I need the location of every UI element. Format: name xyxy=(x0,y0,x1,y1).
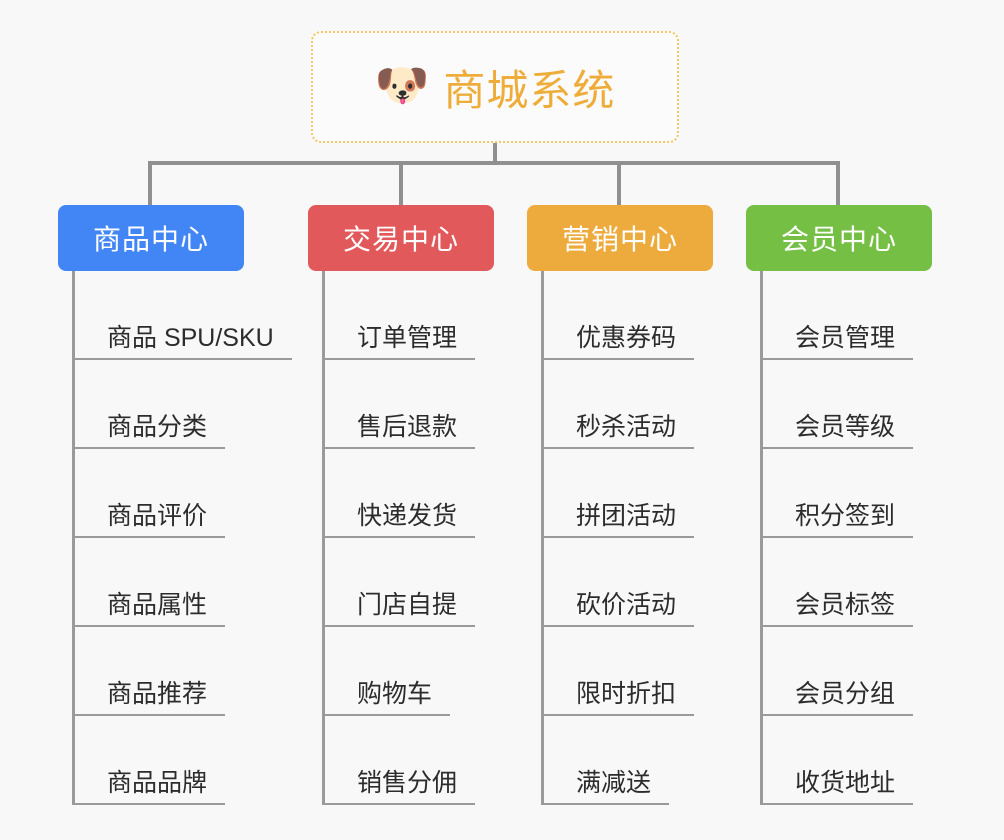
list-item[interactable]: 积分签到 xyxy=(763,449,932,538)
branch-header-label-1: 交易中心 xyxy=(342,224,459,255)
list-item[interactable]: 购物车 xyxy=(325,627,494,716)
list-item[interactable]: 会员分组 xyxy=(763,627,932,716)
list-item[interactable]: 销售分佣 xyxy=(325,716,494,805)
branch-trade-center: 交易中心 订单管理 售后退款 快递发货 门店自提 购物车 销售分佣 xyxy=(308,205,494,805)
branch-marketing-center: 营销中心 优惠券码 秒杀活动 拼团活动 砍价活动 限时折扣 满减送 xyxy=(527,205,713,805)
branch-header-2[interactable]: 营销中心 xyxy=(527,205,713,271)
list-item-label: 商品 SPU/SKU xyxy=(75,324,292,360)
list-item[interactable]: 优惠券码 xyxy=(544,271,713,360)
list-item[interactable]: 商品分类 xyxy=(75,360,292,449)
list-item[interactable]: 秒杀活动 xyxy=(544,360,713,449)
connector-root-stem xyxy=(493,143,497,165)
list-item[interactable]: 收货地址 xyxy=(763,716,932,805)
list-item-label: 商品分类 xyxy=(75,413,226,449)
root-node[interactable]: 🐶 商城系统 xyxy=(311,31,679,143)
list-item-label: 商品品牌 xyxy=(75,769,226,805)
connector-horizontal-bus xyxy=(148,161,840,165)
list-item[interactable]: 商品 SPU/SKU xyxy=(75,271,292,360)
list-item[interactable]: 会员标签 xyxy=(763,538,932,627)
branch-header-label-0: 商品中心 xyxy=(92,224,209,255)
list-item-label: 满减送 xyxy=(544,769,670,805)
list-item-label: 拼团活动 xyxy=(544,502,695,538)
list-item-label: 会员标签 xyxy=(763,591,914,627)
list-item-label: 商品评价 xyxy=(75,502,226,538)
list-item[interactable]: 商品推荐 xyxy=(75,627,292,716)
connector-drop-branch-2 xyxy=(617,161,621,207)
list-item-label: 秒杀活动 xyxy=(544,413,695,449)
dog-face-icon: 🐶 xyxy=(374,61,430,110)
branch-header-label-2: 营销中心 xyxy=(561,224,678,255)
branch-header-1[interactable]: 交易中心 xyxy=(308,205,494,271)
connector-drop-branch-1 xyxy=(399,161,403,207)
list-item[interactable]: 会员管理 xyxy=(763,271,932,360)
connector-drop-branch-3 xyxy=(836,161,840,207)
list-item-label: 砍价活动 xyxy=(544,591,695,627)
branch-member-center: 会员中心 会员管理 会员等级 积分签到 会员标签 会员分组 收货地址 xyxy=(746,205,932,805)
list-item-label: 限时折扣 xyxy=(544,680,695,716)
list-item-label: 购物车 xyxy=(325,680,451,716)
list-item-label: 快递发货 xyxy=(325,502,476,538)
list-item[interactable]: 售后退款 xyxy=(325,360,494,449)
list-item-label: 售后退款 xyxy=(325,413,476,449)
list-item-label: 会员管理 xyxy=(763,324,914,360)
list-item[interactable]: 门店自提 xyxy=(325,538,494,627)
list-item-label: 订单管理 xyxy=(325,324,476,360)
list-item-label: 积分签到 xyxy=(763,502,914,538)
branch-items-1: 订单管理 售后退款 快递发货 门店自提 购物车 销售分佣 xyxy=(322,271,494,805)
list-item[interactable]: 满减送 xyxy=(544,716,713,805)
list-item-label: 销售分佣 xyxy=(325,769,476,805)
list-item[interactable]: 快递发货 xyxy=(325,449,494,538)
list-item[interactable]: 商品评价 xyxy=(75,449,292,538)
list-item[interactable]: 砍价活动 xyxy=(544,538,713,627)
branch-header-label-3: 会员中心 xyxy=(780,224,897,255)
list-item[interactable]: 会员等级 xyxy=(763,360,932,449)
branch-items-2: 优惠券码 秒杀活动 拼团活动 砍价活动 限时折扣 满减送 xyxy=(541,271,713,805)
list-item-label: 收货地址 xyxy=(763,769,914,805)
connector-drop-branch-0 xyxy=(148,161,152,207)
list-item-label: 优惠券码 xyxy=(544,324,695,360)
list-item-label: 商品推荐 xyxy=(75,680,226,716)
branch-items-0: 商品 SPU/SKU 商品分类 商品评价 商品属性 商品推荐 商品品牌 xyxy=(72,271,292,805)
list-item[interactable]: 商品属性 xyxy=(75,538,292,627)
branch-product-center: 商品中心 商品 SPU/SKU 商品分类 商品评价 商品属性 商品推荐 商品品牌 xyxy=(58,205,292,805)
list-item[interactable]: 商品品牌 xyxy=(75,716,292,805)
list-item[interactable]: 订单管理 xyxy=(325,271,494,360)
branch-header-0[interactable]: 商品中心 xyxy=(58,205,244,271)
list-item-label: 会员等级 xyxy=(763,413,914,449)
list-item-label: 商品属性 xyxy=(75,591,226,627)
list-item-label: 会员分组 xyxy=(763,680,914,716)
list-item[interactable]: 拼团活动 xyxy=(544,449,713,538)
branch-header-3[interactable]: 会员中心 xyxy=(746,205,932,271)
branch-items-3: 会员管理 会员等级 积分签到 会员标签 会员分组 收货地址 xyxy=(760,271,932,805)
root-title: 商城系统 xyxy=(443,66,616,114)
list-item[interactable]: 限时折扣 xyxy=(544,627,713,716)
list-item-label: 门店自提 xyxy=(325,591,476,627)
